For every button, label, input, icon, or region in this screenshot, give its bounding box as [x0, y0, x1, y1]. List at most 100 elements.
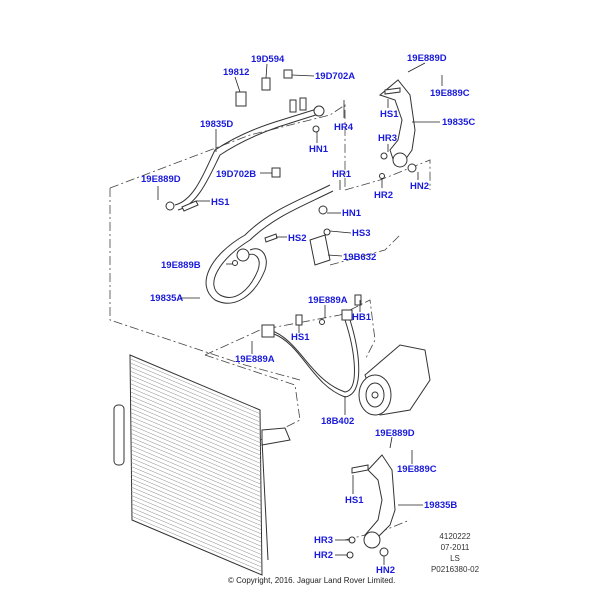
- callout-hn1-mid[interactable]: HN1: [342, 208, 362, 219]
- condenser-fin: [130, 433, 262, 489]
- callout-19d702b[interactable]: 19D702B: [216, 169, 256, 180]
- callout-19d702a[interactable]: 19D702A: [315, 71, 355, 82]
- hose-clamp: [236, 248, 250, 262]
- assembly-boundary-lines: [109, 104, 431, 541]
- condenser-fin: [130, 416, 262, 473]
- callout-19e889c-top[interactable]: 19E889C: [430, 88, 470, 99]
- callout-hs1-bottom[interactable]: HS1: [345, 495, 364, 506]
- ring-hr2: [379, 173, 385, 179]
- condenser-fin: [130, 457, 262, 514]
- condenser-fin: [130, 482, 262, 539]
- bracket-19b632: [309, 234, 331, 266]
- condenser-fin: [130, 371, 262, 427]
- pipe-19835b: [346, 454, 396, 559]
- bolt-hs3: [323, 228, 331, 236]
- service-port: [289, 99, 297, 113]
- info-block: 4120222 07-2011 LS P0216380-02: [431, 532, 480, 574]
- callout-19e889a-lower[interactable]: 19E889A: [235, 354, 275, 365]
- ring-hr3: [380, 152, 388, 160]
- condenser-fin: [130, 408, 262, 464]
- pipe-19835c: [378, 79, 417, 179]
- condenser-fin: [130, 470, 262, 526]
- callout-19835b[interactable]: 19835B: [424, 500, 457, 511]
- o-ring-19e889b: [232, 260, 238, 266]
- condenser-fin: [130, 441, 262, 497]
- nut-hn1: [318, 205, 328, 215]
- condenser-fin: [130, 400, 262, 456]
- condenser-fin: [130, 437, 262, 493]
- condenser-fin: [130, 396, 262, 452]
- condenser-fin: [130, 474, 262, 530]
- bolt-hb1: [354, 294, 362, 306]
- condenser-fin: [130, 420, 262, 477]
- condenser-fin: [130, 429, 262, 485]
- hose-19835d: [165, 69, 325, 212]
- hose-19835a: [205, 167, 334, 304]
- callout-19835c[interactable]: 19835C: [442, 117, 475, 128]
- hose-fitting: [261, 324, 275, 338]
- condenser-fin: [130, 379, 262, 435]
- nut-hn2: [379, 547, 389, 557]
- callout-hr2-bottom[interactable]: HR2: [314, 550, 333, 561]
- hose-fitting: [313, 105, 325, 117]
- callout-hs1-left[interactable]: HS1: [211, 197, 230, 208]
- bolt-hs2: [264, 233, 278, 243]
- switch-19d594: [261, 77, 271, 91]
- illustration-reference: P0216380-02: [431, 565, 480, 574]
- callout-hn2-bottom[interactable]: HN2: [376, 565, 395, 576]
- callout-hb1[interactable]: HB1: [352, 312, 372, 323]
- condenser-fin: [130, 412, 262, 468]
- callout-19e889d-bottom[interactable]: 19E889D: [375, 428, 415, 439]
- condenser-fin: [130, 490, 262, 547]
- bolt-hs1: [384, 87, 401, 95]
- condenser-fin: [130, 387, 262, 444]
- condenser-fin: [130, 486, 262, 543]
- bolt-hs1: [351, 464, 369, 474]
- condenser-fin: [130, 507, 262, 563]
- bolt-hs1: [295, 314, 303, 326]
- callout-19d594[interactable]: 19D594: [251, 54, 285, 65]
- illustration-date: 07-2011: [441, 543, 470, 552]
- cap-19d702b: [271, 167, 281, 178]
- hose-18b402: [261, 294, 362, 398]
- condenser-fin: [130, 466, 262, 522]
- callout-hr1[interactable]: HR1: [332, 169, 352, 180]
- callout-hs1-mid[interactable]: HS1: [291, 332, 310, 343]
- condenser-fin: [130, 495, 262, 551]
- illustrator-initials: LS: [450, 554, 460, 563]
- callout-19e889d-left[interactable]: 19E889D: [141, 174, 181, 185]
- callout-hn2-top[interactable]: HN2: [410, 181, 429, 192]
- condenser-fin: [130, 449, 262, 506]
- callout-19e889c-bottom[interactable]: 19E889C: [397, 464, 437, 475]
- callout-hs2[interactable]: HS2: [288, 233, 306, 244]
- callout-19e889b[interactable]: 19E889B: [161, 260, 201, 271]
- callout-19835a[interactable]: 19835A: [150, 293, 183, 304]
- condenser-fin: [130, 499, 262, 555]
- illustration-number: 4120222: [439, 532, 471, 541]
- condenser-fin: [130, 363, 262, 419]
- callout-hr3-top[interactable]: HR3: [378, 133, 397, 144]
- condenser-fin: [130, 503, 262, 559]
- condenser-fin: [130, 383, 262, 440]
- condenser-fin: [130, 511, 262, 567]
- callout-19e889d-top[interactable]: 19E889D: [407, 53, 447, 64]
- callout-19e889a-upper[interactable]: 19E889A: [308, 295, 348, 306]
- callout-hr4[interactable]: HR4: [334, 122, 354, 133]
- copyright-notice: © Copyright, 2016. Jaguar Land Rover Lim…: [228, 576, 395, 585]
- callout-hs3[interactable]: HS3: [352, 228, 370, 239]
- callout-hr3-bottom[interactable]: HR3: [314, 535, 333, 546]
- callout-hs1-top-right[interactable]: HS1: [380, 109, 399, 120]
- condenser-fin: [130, 445, 262, 501]
- callout-18b402[interactable]: 18B402: [321, 416, 354, 427]
- callout-19835d[interactable]: 19835D: [200, 119, 233, 130]
- condenser-fin: [130, 404, 262, 460]
- service-port: [299, 97, 307, 111]
- callout-19812[interactable]: 19812: [223, 67, 249, 78]
- callout-hr2-top[interactable]: HR2: [374, 190, 393, 201]
- condenser-fin: [130, 367, 262, 423]
- condenser-fin: [130, 391, 262, 448]
- condenser-fin: [130, 478, 262, 534]
- callout-19b632[interactable]: 19B632: [343, 252, 376, 263]
- nut-hn1: [312, 125, 320, 133]
- callout-hn1-top[interactable]: HN1: [309, 144, 329, 155]
